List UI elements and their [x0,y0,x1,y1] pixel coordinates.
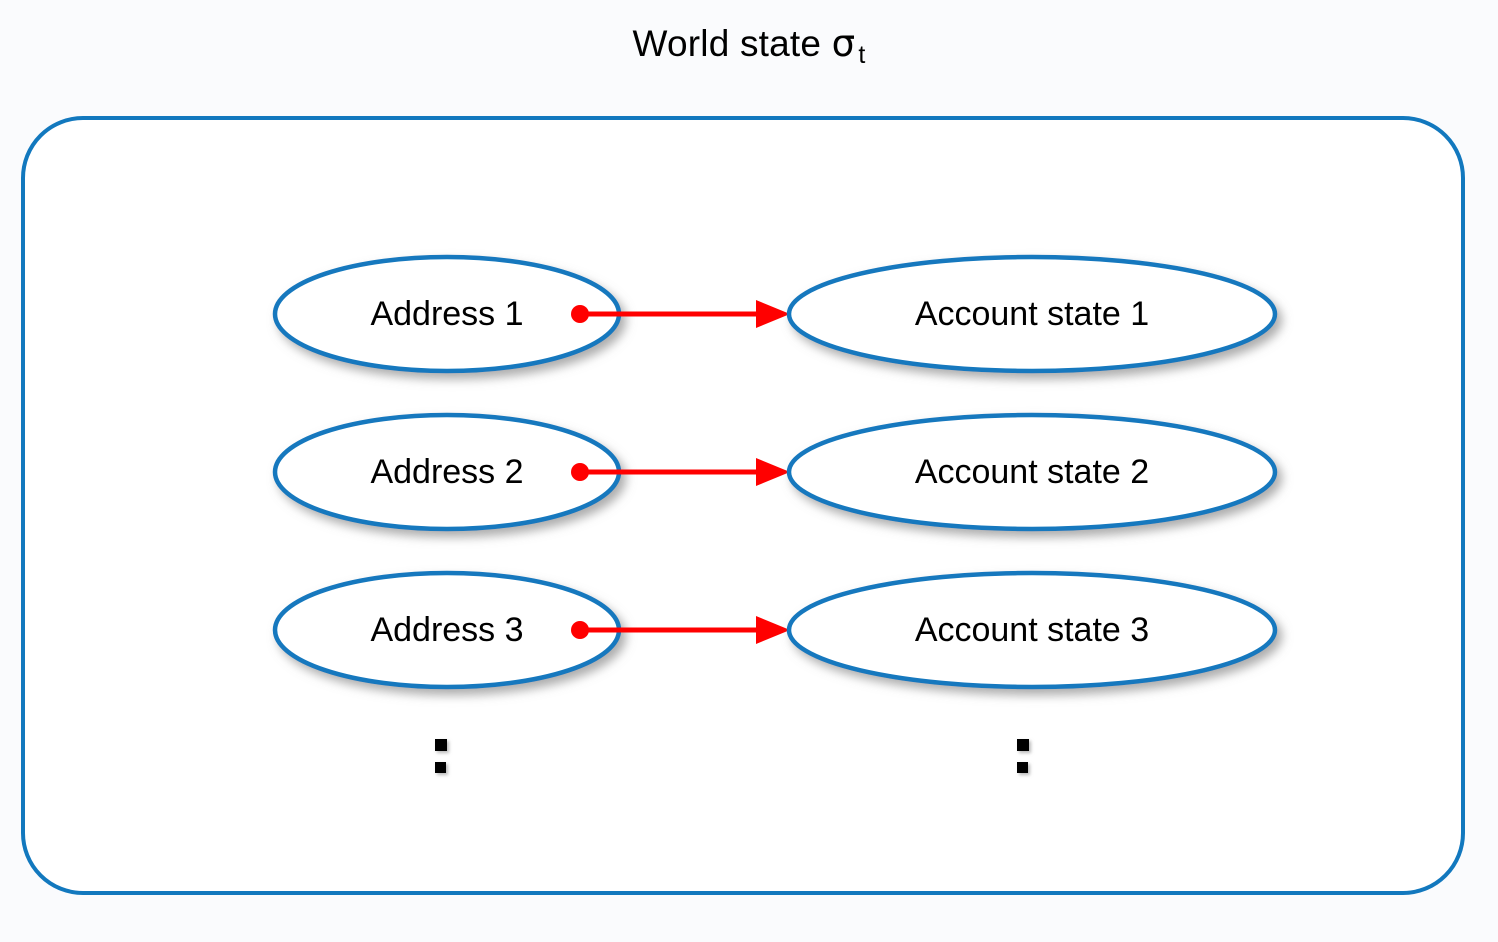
sigma-symbol: σ [831,22,856,65]
sigma-subscript: t [858,41,866,69]
page-title-prefix: World state [632,23,832,64]
world-state-container [21,116,1465,895]
